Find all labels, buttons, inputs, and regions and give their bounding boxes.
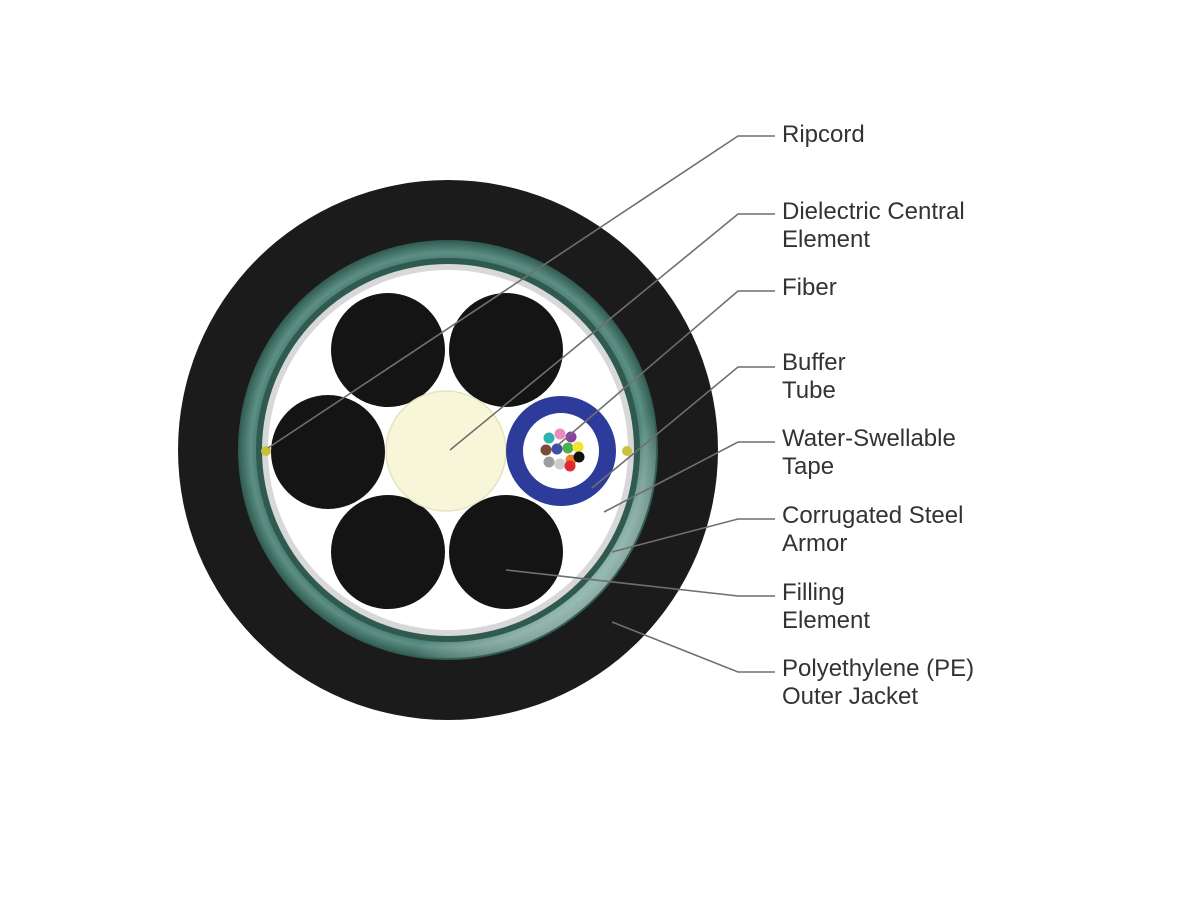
fiber-strand	[554, 458, 566, 470]
label-water-tape: Water-Swellable Tape	[782, 425, 963, 480]
filling-element	[331, 495, 445, 609]
fiber-strand	[565, 431, 577, 443]
label-filling-element: Filling Element	[782, 579, 870, 634]
fiber-strand	[573, 451, 585, 463]
leader-line-filling-element	[505, 569, 775, 597]
leader-line-fiber	[557, 290, 775, 446]
filling-element	[449, 495, 563, 609]
fiber-strand	[562, 442, 574, 454]
filling-element	[271, 395, 385, 509]
dielectric-central-element	[385, 390, 507, 512]
label-ripcord: Ripcord	[782, 121, 865, 148]
leader-line-central-element	[449, 213, 775, 451]
fiber-strand	[564, 460, 576, 472]
fiber-strand	[543, 432, 555, 444]
label-central-element: Dielectric Central Element	[782, 198, 971, 253]
leader-line-ripcord	[267, 135, 775, 449]
filling-element	[449, 293, 563, 407]
fiber-strand	[554, 428, 566, 440]
label-buffer-tube: Buffer Tube	[782, 349, 852, 404]
leader-line-outer-jacket	[611, 621, 775, 673]
ripcord	[622, 446, 632, 456]
label-outer-jacket: Polyethylene (PE) Outer Jacket	[782, 655, 981, 710]
leader-line-buffer-tube	[591, 366, 775, 489]
leader-line-water-tape	[603, 441, 775, 513]
label-steel-armor: Corrugated Steel Armor	[782, 502, 970, 557]
fiber-bundle	[540, 428, 585, 472]
leader-line-steel-armor	[611, 518, 775, 553]
filling-element	[331, 293, 445, 407]
fiber-strand	[572, 441, 584, 453]
fiber-strand	[551, 443, 563, 455]
label-fiber: Fiber	[782, 274, 837, 301]
fiber-strand	[543, 456, 555, 468]
fiber-strand	[540, 444, 552, 456]
